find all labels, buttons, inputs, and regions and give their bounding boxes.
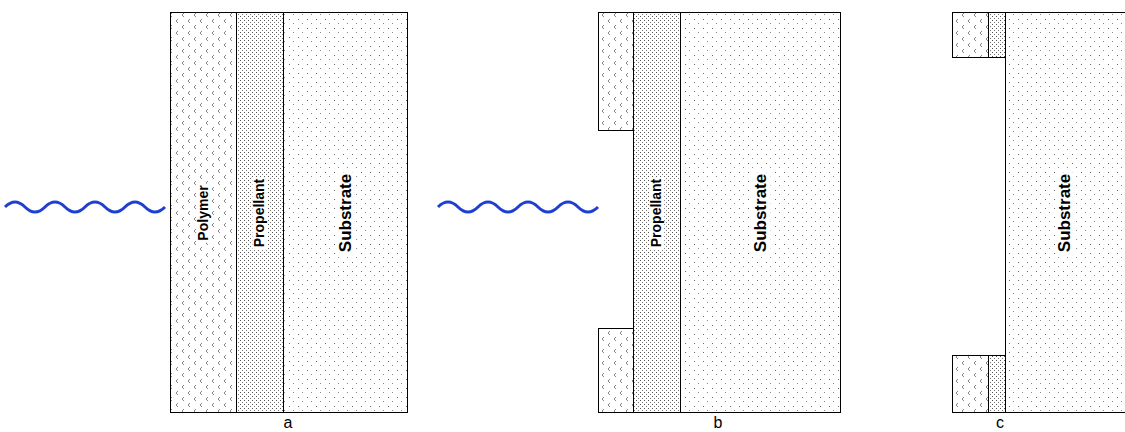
layer-band: Substrate (283, 12, 408, 413)
propellant-layer (989, 13, 1006, 58)
laser-wave (438, 202, 598, 212)
propellant-layer (237, 13, 284, 413)
layer-name: Substrate (751, 171, 770, 253)
panel-label: c (996, 414, 1004, 432)
layer-band: Propellant (633, 12, 681, 413)
layer-name: Polymer (196, 183, 211, 242)
layer-name: Propellant (649, 176, 664, 248)
layer-band: Substrate (680, 12, 841, 413)
propellant-layer (989, 356, 1006, 413)
polymer-layer (599, 13, 634, 131)
polymer-layer (599, 329, 634, 413)
polymer-layer (171, 13, 237, 413)
layer-name: Propellant (252, 176, 267, 248)
layer-band: Substrate (1005, 12, 1125, 413)
panel-label: a (284, 414, 293, 432)
polymer-layer (953, 13, 989, 58)
layer-name: Substrate (336, 171, 355, 253)
substrate-layer (1006, 13, 1125, 413)
substrate-layer (284, 13, 408, 413)
layer-band: Polymer (170, 12, 237, 413)
layer-name: Substrate (1056, 171, 1075, 253)
substrate-layer (681, 13, 841, 413)
panel-label: b (714, 414, 723, 432)
laser-wave (5, 202, 165, 212)
layer-band: Propellant (236, 12, 284, 413)
propellant-layer (634, 13, 681, 413)
polymer-layer (953, 356, 989, 413)
